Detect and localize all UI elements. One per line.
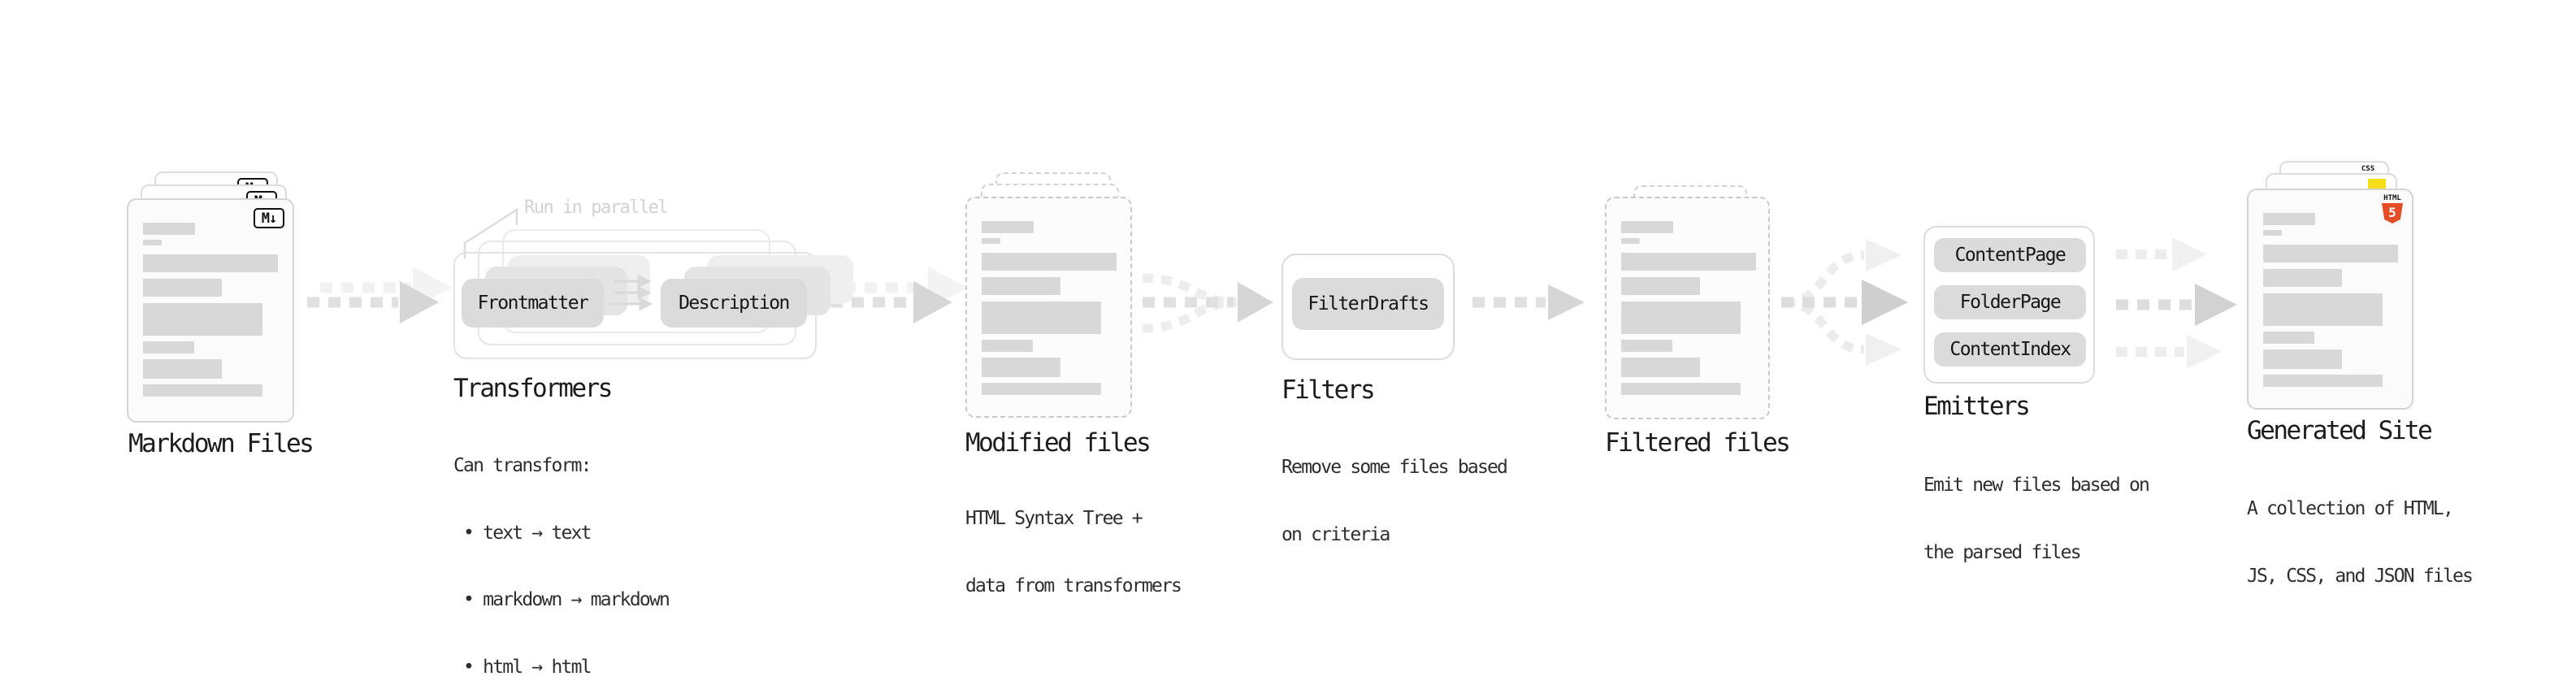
arrow-markdown-to-transformers [307,267,452,323]
placeholder-text-bars [128,223,293,397]
emitters-description: Emit new files based on the parsed files [1923,475,2150,563]
generated-file-card-front: HTML 5 [2247,189,2413,410]
modified-file-card-front [965,197,1132,418]
filtered-file-card-front [1605,197,1770,419]
contentpage-plugin: ContentPage [1934,238,2086,272]
arrow-emitters-to-generated [2116,237,2237,369]
contentindex-plugin: ContentIndex [1934,332,2086,367]
transformers-description: Can transform: • text → text • markdown … [453,455,670,678]
frontmatter-plugin: Frontmatter [462,279,604,327]
markdown-files-label: Markdown Files [128,429,314,458]
placeholder-text-bars [1607,221,1768,395]
modified-files-label: Modified files [965,428,1151,458]
arrow-fork-to-emitters [1781,239,1908,366]
modified-files-description: HTML Syntax Tree + data from transformer… [965,508,1182,596]
generated-site-label: Generated Site [2247,416,2433,445]
markdown-icon: M↓ [254,208,284,228]
arrow-merge-to-filters [1142,273,1273,333]
javascript-icon [2368,179,2386,189]
filters-description: Remove some files based on criteria [1281,457,1508,545]
filtered-files-label: Filtered files [1605,428,1791,458]
filters-label: Filters [1281,375,1376,405]
html5-icon: HTML 5 [2379,194,2405,223]
transformers-label: Transformers [453,374,613,403]
placeholder-text-bars [2249,213,2412,387]
markdown-file-card-front: M↓ [127,198,294,423]
folderpage-plugin: FolderPage [1934,285,2086,319]
html5-icon-word: HTML [2383,194,2401,202]
generated-site-description: A collection of HTML, JS, CSS, and JSON … [2247,498,2474,587]
description-plugin: Description [661,279,807,327]
arrow-filters-to-filtered [1472,284,1585,320]
placeholder-text-bars [967,221,1130,395]
emitters-label: Emitters [1923,392,2031,421]
run-in-parallel-annotation: Run in parallel [524,197,669,218]
filterdrafts-plugin: FilterDrafts [1292,278,1444,330]
